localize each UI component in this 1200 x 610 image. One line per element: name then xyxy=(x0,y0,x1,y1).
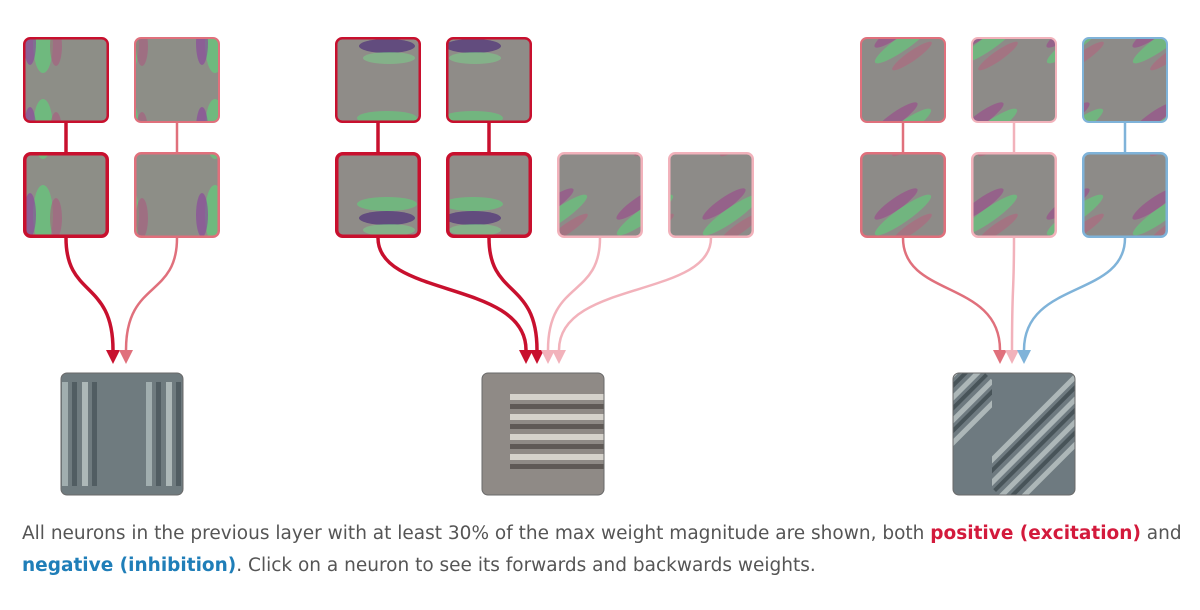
neuron-horizontal-top-1-frame xyxy=(447,38,531,122)
edge-horizontal-2-curve xyxy=(548,238,600,350)
neuron-vertical-input-1-frame xyxy=(135,153,219,237)
neuron-diagonal-input-2-frame xyxy=(1083,153,1167,237)
edge-diagonal-0-curve xyxy=(903,238,1000,350)
neuron-horizontal-input-3[interactable] xyxy=(669,153,753,237)
neuron-diagonal-top-0[interactable] xyxy=(861,38,945,122)
edge-vertical-1-curve xyxy=(126,238,177,350)
neuron-vertical-top-0[interactable] xyxy=(24,38,108,122)
output-neuron-diagonal-image xyxy=(953,373,1075,495)
neuron-diagonal-input-1[interactable] xyxy=(972,153,1056,237)
output-neuron-horizontal-image xyxy=(482,373,604,495)
neuron-diagonal-input-0[interactable] xyxy=(861,153,945,237)
neuron-diagonal-top-1-frame xyxy=(972,38,1056,122)
neuron-diagonal-input-1-frame xyxy=(972,153,1056,237)
arrowhead-horizontal-1 xyxy=(530,350,544,364)
neuron-horizontal-input-1-frame xyxy=(448,154,531,237)
neuron-horizontal-input-0-frame xyxy=(337,154,420,237)
positive-excitation-label[interactable]: positive (excitation) xyxy=(930,523,1141,544)
output-neuron-diagonal[interactable] xyxy=(953,373,1075,495)
neuron-vertical-input-0[interactable] xyxy=(25,154,108,237)
arrowhead-diagonal-0 xyxy=(993,350,1007,364)
circuit-diagram xyxy=(0,0,1200,505)
neuron-horizontal-input-1[interactable] xyxy=(448,154,531,237)
neuron-diagonal-input-2[interactable] xyxy=(1083,153,1167,237)
output-neuron-vertical[interactable] xyxy=(61,373,183,495)
neuron-vertical-top-1[interactable] xyxy=(135,38,219,122)
output-neuron-horizontal[interactable] xyxy=(482,373,604,495)
neuron-horizontal-input-0[interactable] xyxy=(337,154,420,237)
caption-text-3: . Click on a neuron to see its forwards … xyxy=(236,555,815,576)
neuron-horizontal-input-2[interactable] xyxy=(558,153,642,237)
edge-vertical-0-curve xyxy=(66,238,113,350)
arrowhead-vertical-1 xyxy=(119,350,133,364)
edge-horizontal-3-curve xyxy=(559,238,711,350)
neuron-diagonal-top-0-frame xyxy=(861,38,945,122)
neuron-diagonal-top-1[interactable] xyxy=(972,38,1056,122)
neuron-vertical-top-1-frame xyxy=(135,38,219,122)
edge-horizontal-0-curve xyxy=(378,238,526,350)
neuron-vertical-input-1[interactable] xyxy=(135,153,219,237)
edge-diagonal-2-curve xyxy=(1024,238,1125,350)
output-neuron-vertical-image xyxy=(61,373,183,495)
arrowhead-diagonal-1 xyxy=(1005,350,1019,364)
neuron-horizontal-input-2-frame xyxy=(558,153,642,237)
neuron-horizontal-top-1[interactable] xyxy=(447,38,531,122)
arrowhead-horizontal-3 xyxy=(552,350,566,364)
arrowhead-diagonal-2 xyxy=(1017,350,1031,364)
neuron-diagonal-top-2-frame xyxy=(1083,38,1167,122)
neuron-vertical-input-0-frame xyxy=(25,154,108,237)
caption-text-2: and xyxy=(1141,523,1182,544)
neuron-diagonal-input-0-frame xyxy=(861,153,945,237)
neuron-horizontal-input-3-frame xyxy=(669,153,753,237)
neuron-horizontal-top-0[interactable] xyxy=(336,38,420,122)
caption-text-1: All neurons in the previous layer with a… xyxy=(22,523,930,544)
arrowhead-horizontal-2 xyxy=(541,350,555,364)
arrowhead-vertical-0 xyxy=(106,350,120,364)
edge-diagonal-1-curve xyxy=(1012,238,1014,350)
arrowhead-horizontal-0 xyxy=(519,350,533,364)
negative-inhibition-label[interactable]: negative (inhibition) xyxy=(22,555,236,576)
neuron-diagonal-top-2[interactable] xyxy=(1083,38,1167,122)
figure-caption: All neurons in the previous layer with a… xyxy=(22,518,1182,582)
edge-horizontal-1-curve xyxy=(489,238,537,350)
neuron-vertical-top-0-frame xyxy=(24,38,108,122)
neuron-horizontal-top-0-frame xyxy=(336,38,420,122)
